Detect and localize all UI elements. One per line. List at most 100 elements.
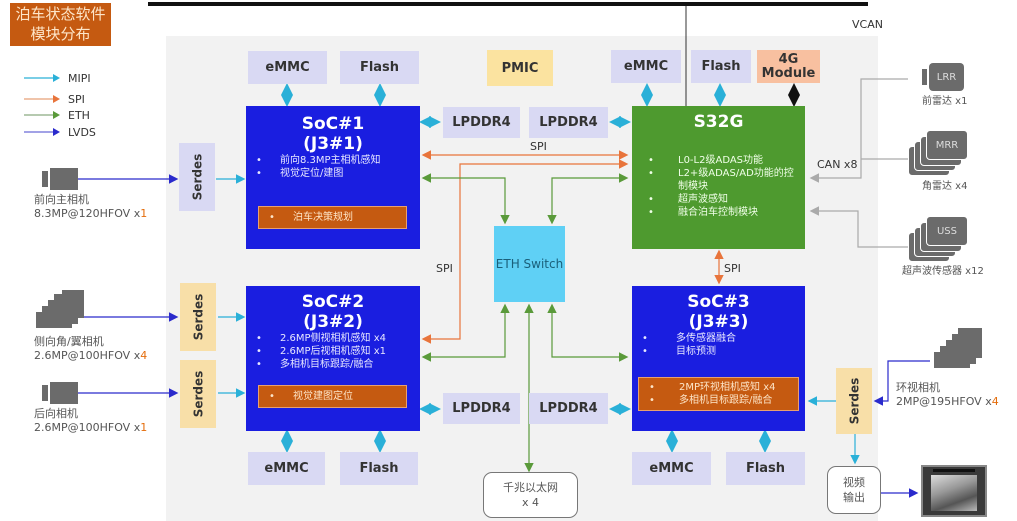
- soc3-highlight-item: 2MP环视相机感知 x4: [639, 381, 798, 394]
- mrr-label: 角雷达 x4: [922, 181, 968, 192]
- side-camera-name: 侧向角/翼相机: [34, 335, 104, 348]
- soc3-flash: Flash: [726, 452, 805, 485]
- lvds-arrow-icon: [24, 128, 60, 136]
- soc3-subtitle: (J3#3): [688, 312, 749, 332]
- soc3-item: 多传感器融合: [632, 332, 805, 345]
- soc3-item: 目标预测: [632, 345, 805, 358]
- rear-camera-spec: 2.6MP@100HFOV x1: [34, 421, 147, 435]
- soc2-block: SoC#2 (J3#2) 2.6MP侧视相机感知 x4 2.6MP后视相机感知 …: [246, 286, 420, 431]
- rear-camera-name: 后向相机: [34, 407, 78, 420]
- uss-icon-label: USS: [926, 216, 968, 246]
- soc2-highlight-item: 视觉建图定位: [259, 390, 406, 403]
- soc1-flash: Flash: [340, 51, 419, 84]
- s32g-item: L2+级ADAS/AD功能的控制模块: [632, 167, 805, 193]
- mrr-icon-label: MRR: [926, 130, 968, 160]
- s32g-item: 超声波感知: [632, 193, 805, 206]
- eth-arrow-icon: [24, 111, 60, 119]
- camera-count: 1: [140, 207, 148, 220]
- mrr-radar-icon: MRR: [908, 130, 968, 176]
- serdes-front: Serdes: [179, 143, 215, 211]
- soc1-subtitle: (J3#1): [303, 134, 363, 154]
- s32g-lpddr4: LPDDR4: [529, 107, 608, 138]
- soc1-highlight-item: 泊车决策规划: [259, 211, 406, 224]
- ethernet-line1: 千兆以太网: [503, 481, 558, 494]
- soc2-lpddr4: LPDDR4: [443, 393, 520, 424]
- uss-sensor-icon: USS: [908, 216, 968, 262]
- soc2-item: 多相机目标跟踪/融合: [246, 358, 420, 371]
- can-label: CAN x8: [817, 158, 858, 171]
- serdes-label: Serdes: [190, 153, 205, 201]
- soc3-lpddr4: LPDDR4: [529, 393, 608, 424]
- ethernet-line2: x 4: [521, 496, 539, 509]
- spi-label: SPI: [724, 262, 741, 275]
- legend-label: SPI: [68, 92, 85, 106]
- legend-label: LVDS: [68, 125, 96, 139]
- soc2-flash: Flash: [340, 452, 418, 485]
- side-camera-icon: [36, 290, 84, 328]
- spi-label: SPI: [530, 140, 547, 153]
- soc3-highlight: 2MP环视相机感知 x4 多相机目标跟踪/融合: [638, 377, 799, 411]
- front-camera-spec: 8.3MP@120HFOV x1: [34, 207, 147, 221]
- surround-camera-spec: 2MP@195HFOV x4: [896, 395, 999, 409]
- s32g-item: 融合泊车控制模块: [632, 206, 805, 219]
- s32g-title: S32G: [693, 112, 744, 132]
- camera-spec-text: 2MP@195HFOV x: [896, 395, 992, 408]
- camera-spec-text: 8.3MP@120HFOV x: [34, 207, 141, 220]
- vcan-bus-line: [148, 2, 868, 6]
- vcan-label: VCAN: [852, 18, 883, 31]
- soc2-title: SoC#2: [301, 292, 365, 312]
- soc2-subtitle: (J3#2): [303, 312, 363, 332]
- legend-lvds: LVDS: [24, 125, 96, 139]
- surround-camera-icon: [934, 328, 982, 368]
- soc1-lpddr4: LPDDR4: [443, 107, 520, 138]
- soc1-title: SoC#1: [301, 114, 365, 134]
- legend-mipi: MIPI: [24, 71, 91, 85]
- lrr-radar-icon: LRR: [922, 63, 964, 91]
- s32g-flash: Flash: [691, 50, 751, 83]
- legend-eth: ETH: [24, 108, 90, 122]
- serdes-surround: Serdes: [836, 368, 872, 434]
- front-camera-name: 前向主相机: [34, 193, 89, 206]
- video-out-line2: 输出: [843, 491, 865, 504]
- serdes-label: Serdes: [191, 293, 206, 341]
- lrr-icon-label: LRR: [929, 63, 964, 91]
- rear-camera-icon: [42, 382, 78, 404]
- pmic: PMIC: [487, 50, 553, 86]
- spi-label: SPI: [436, 262, 453, 275]
- video-out-line1: 视频: [843, 476, 865, 489]
- camera-spec-text: 2.6MP@100HFOV x: [34, 421, 141, 434]
- display-monitor-icon: [921, 465, 987, 517]
- legend-label: MIPI: [68, 71, 91, 85]
- gigabit-ethernet-box: 千兆以太网 x 4: [483, 472, 578, 518]
- soc2-emmc: eMMC: [248, 452, 325, 485]
- spi-arrow-icon: [24, 95, 60, 103]
- camera-spec-text: 2.6MP@100HFOV x: [34, 349, 141, 362]
- legend-spi: SPI: [24, 92, 85, 106]
- side-camera-spec: 2.6MP@100HFOV x4: [34, 349, 147, 363]
- camera-count: 1: [140, 421, 148, 434]
- s32g-item: L0-L2级ADAS功能: [632, 154, 805, 167]
- s32g-block: S32G L0-L2级ADAS功能 L2+级ADAS/AD功能的控制模块 超声波…: [632, 106, 805, 249]
- soc1-item: 前向8.3MP主相机感知: [246, 154, 420, 167]
- soc1-item: 视觉定位/建图: [246, 167, 420, 180]
- soc1-highlight: 泊车决策规划: [258, 206, 407, 229]
- serdes-rear: Serdes: [180, 360, 216, 428]
- camera-count: 4: [991, 395, 999, 408]
- 4g-module: 4G Module: [757, 50, 820, 83]
- surround-camera-name: 环视相机: [896, 381, 940, 394]
- soc2-item: 2.6MP侧视相机感知 x4: [246, 332, 420, 345]
- serdes-label: Serdes: [847, 377, 862, 425]
- uss-label: 超声波传感器 x12: [902, 266, 984, 277]
- eth-switch: ETH Switch: [494, 226, 565, 302]
- soc3-title: SoC#3: [687, 292, 750, 312]
- soc3-highlight-item: 多相机目标跟踪/融合: [639, 394, 798, 407]
- video-output-box: 视频 输出: [827, 466, 881, 514]
- soc2-highlight: 视觉建图定位: [258, 385, 407, 408]
- serdes-label: Serdes: [191, 370, 206, 418]
- soc1-emmc: eMMC: [248, 51, 327, 84]
- front-camera-icon: [42, 168, 78, 190]
- diagram-title: 泊车状态软件模块分布: [10, 3, 111, 46]
- mipi-arrow-icon: [24, 74, 60, 82]
- soc2-item: 2.6MP后视相机感知 x1: [246, 345, 420, 358]
